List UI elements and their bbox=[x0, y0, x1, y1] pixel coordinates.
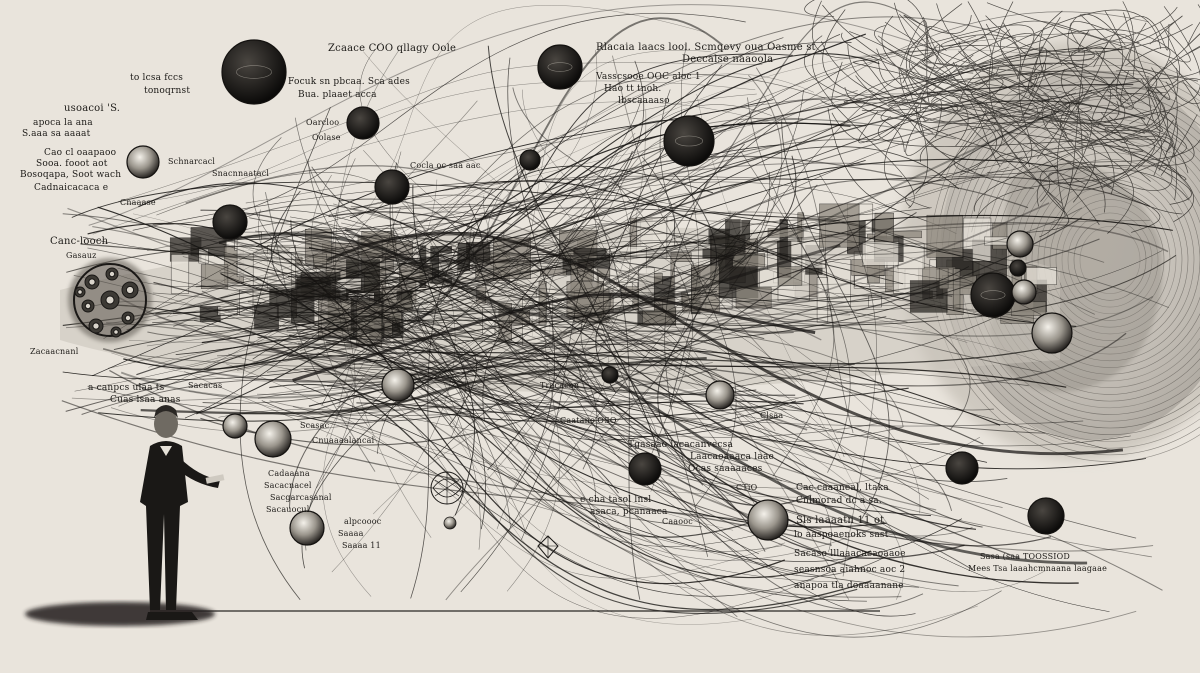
annotation-label: Caaooc bbox=[662, 517, 693, 526]
annotation-label: Oolase bbox=[312, 133, 341, 142]
annotation-label: Cocla oc saa aac bbox=[410, 161, 481, 170]
annotation-label: Hao tt tnoh. bbox=[604, 84, 662, 94]
annotation-label: Bua. plaaet acca bbox=[298, 90, 377, 100]
annotation-label: Cnlmorad dc a sa. bbox=[796, 496, 882, 506]
annotation-label: lo aaspoaenoks sast bbox=[794, 530, 889, 540]
node-orb bbox=[705, 380, 735, 410]
annotation-label: Cnaaase bbox=[120, 198, 156, 207]
annotation-label: Tracacan bbox=[540, 381, 580, 390]
annotation-label: anapoa tla doaaaanane bbox=[794, 581, 904, 591]
annotation-label: Zcaace COO qllagy Oole bbox=[328, 43, 457, 54]
wire-network bbox=[61, 1, 1177, 638]
node-orb bbox=[601, 366, 619, 384]
machine-block bbox=[198, 248, 209, 264]
annotation-label: Sacacas bbox=[188, 381, 223, 390]
annotation-label: Gasauz bbox=[66, 251, 97, 260]
node-orb bbox=[970, 272, 1016, 318]
machine-block bbox=[1010, 301, 1047, 316]
annotation-label: Cnuaaaalancal bbox=[312, 436, 375, 445]
annotation-label: Canc-looch bbox=[50, 236, 109, 247]
node-orbs bbox=[126, 39, 1073, 546]
annotation-label: Cadaaana bbox=[268, 469, 310, 478]
node-orb bbox=[747, 499, 789, 541]
node-orb bbox=[374, 169, 410, 205]
node-orb bbox=[628, 452, 662, 486]
annotation-label: CTiO bbox=[736, 483, 758, 492]
machine-block bbox=[540, 268, 567, 276]
node-orb bbox=[1031, 312, 1073, 354]
annotation-label: Sooa. fooot aot bbox=[36, 159, 108, 169]
machine-block bbox=[862, 241, 899, 266]
annotation-label: Mees Tsa laaahcmnaana laagaae bbox=[968, 564, 1108, 573]
annotation-label: Sasa (saa TOOSSIOD bbox=[980, 552, 1070, 561]
annotation-label: Vasscsooe OOC aloc 1 bbox=[596, 72, 701, 82]
annotation-label: Sacauocul bbox=[266, 505, 310, 514]
annotation-label: Cao cl oaapaoo bbox=[44, 148, 117, 158]
annotation-label: asaca, pcanaaca bbox=[590, 507, 668, 517]
annotation-label: Deccalse naaoola bbox=[682, 54, 774, 65]
annotation-label: Snacnnaatacl bbox=[212, 169, 270, 178]
node-orb bbox=[381, 368, 415, 402]
annotation-label: e cha tasol lnsl bbox=[580, 495, 652, 505]
annotation-label: Caatanc OSO bbox=[560, 416, 617, 425]
annotation-label: apoca la ana bbox=[33, 118, 93, 128]
annotation-label: Sacgarcasanal bbox=[270, 493, 332, 502]
annotation-label: Clsaa bbox=[760, 411, 784, 420]
standing-man-figure bbox=[140, 405, 225, 620]
node-orb bbox=[1006, 230, 1034, 258]
machine-block bbox=[702, 248, 735, 259]
annotation-label: Scasac bbox=[300, 421, 330, 430]
annotation-label: Focuk sn pbcaa. Sca ades bbox=[288, 77, 410, 87]
node-orb bbox=[1027, 497, 1065, 535]
node-orb bbox=[222, 413, 248, 439]
annotation-label: Sls laaaatn 11 ot bbox=[796, 515, 885, 526]
annotation-label: seasnsoa aiahnoc aoc 2 bbox=[794, 565, 906, 575]
annotation-label: alpcoooc bbox=[344, 517, 382, 526]
annotation-label: Oarcloo bbox=[306, 118, 340, 127]
annotation-label: tonoqrnst bbox=[144, 86, 191, 96]
annotation-label: usoacoi 'S. bbox=[64, 103, 121, 114]
annotation-label: Zacaacnanl bbox=[30, 347, 79, 356]
node-orb bbox=[289, 510, 325, 546]
node-orb bbox=[221, 39, 287, 105]
node-orb bbox=[1011, 279, 1037, 305]
node-orb bbox=[537, 44, 583, 90]
annotation-label: Tgasaao lacacanvecsa bbox=[628, 440, 734, 450]
machine-block bbox=[819, 203, 860, 248]
node-orb bbox=[1009, 259, 1027, 277]
node-orb bbox=[212, 204, 248, 240]
annotation-label: Laacaoaaaca laae bbox=[690, 452, 775, 462]
machine-block bbox=[200, 264, 229, 289]
node-orb bbox=[126, 145, 160, 179]
node-orb bbox=[346, 106, 380, 140]
wire-ornaments bbox=[430, 471, 559, 559]
node-orb bbox=[663, 115, 715, 167]
annotation-label: Cadnaicacaca e bbox=[34, 183, 109, 193]
annotation-label: Saaaa bbox=[338, 529, 364, 538]
annotation-label: Ocas saaaaaces bbox=[688, 464, 763, 474]
node-orb bbox=[945, 451, 979, 485]
node-orb bbox=[254, 420, 292, 458]
annotation-label: Schnarcacl bbox=[168, 157, 216, 166]
node-orb bbox=[519, 149, 541, 171]
annotation-label: Cuas lsaa anas bbox=[110, 395, 181, 405]
annotation-label: Saaaa 11 bbox=[342, 541, 381, 550]
machine-block bbox=[868, 295, 882, 308]
annotation-label: Sacacnacel bbox=[264, 481, 312, 490]
annotation-label: Sacaso lllaaacacaoaaoe bbox=[794, 549, 906, 559]
annotation-label: Cac caaaneal, ltaka bbox=[796, 483, 889, 493]
annotation-label: Rlacaia laacs looi. Scmqevy oua Oasme st bbox=[596, 42, 816, 53]
annotation-label: S.aaa sa aaaat bbox=[22, 129, 91, 139]
annotation-label: to lcsa fccs bbox=[130, 73, 184, 83]
annotation-label: Bosoqapa, Soot wach bbox=[20, 170, 122, 180]
annotation-label: a canpcs ulaa ts bbox=[88, 383, 165, 393]
machine-block bbox=[1025, 267, 1057, 285]
annotation-label: lbscaaaaso bbox=[618, 96, 670, 106]
gear-cluster bbox=[68, 258, 152, 342]
